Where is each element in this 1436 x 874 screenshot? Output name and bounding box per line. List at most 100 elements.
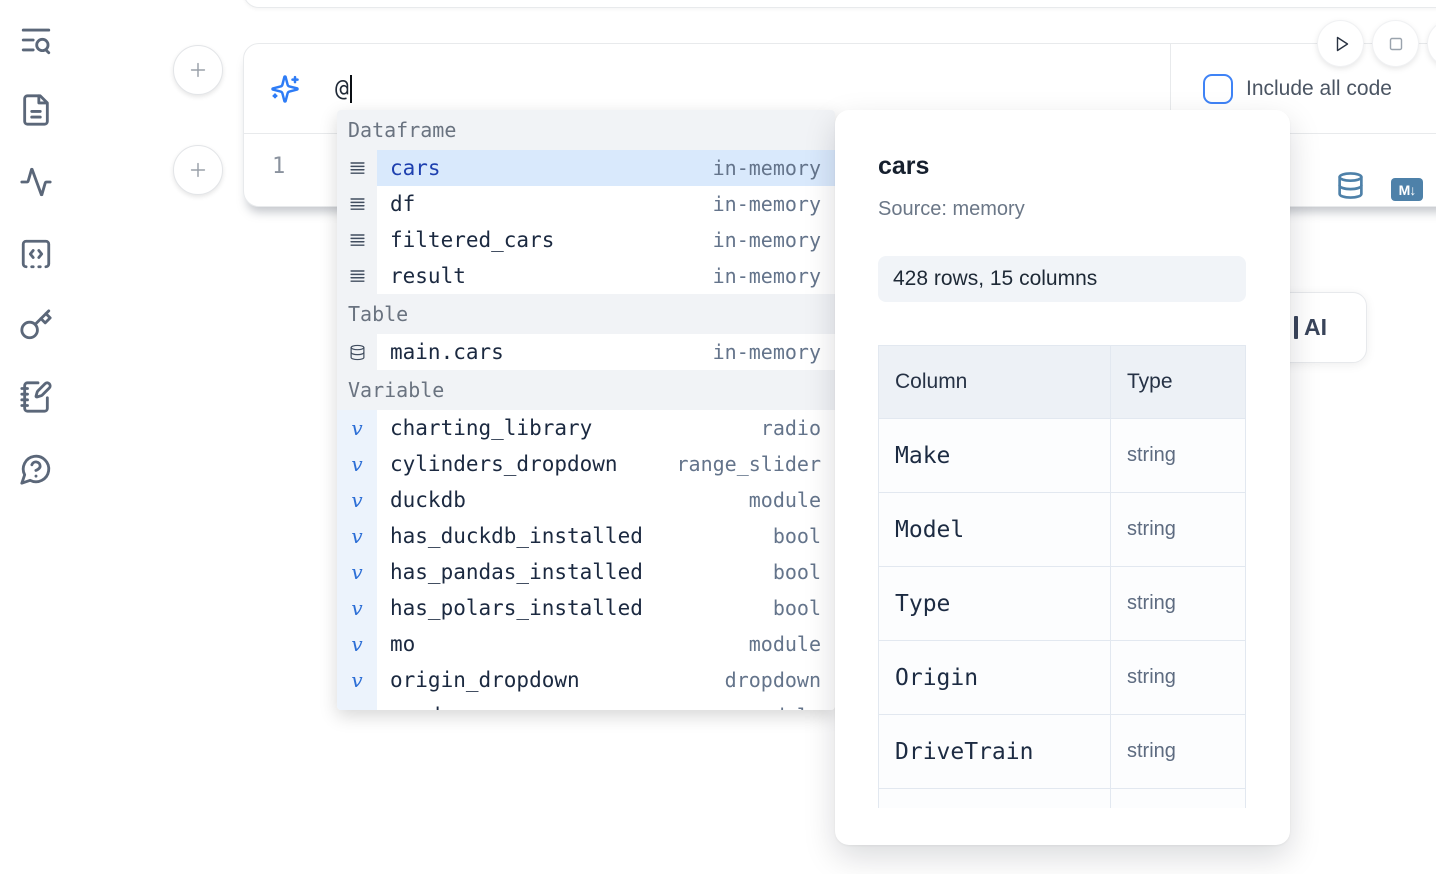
variable-icon: v [337, 410, 377, 446]
item-name: mo [390, 632, 416, 656]
autocomplete-section-header: Table [337, 294, 835, 334]
autocomplete-item[interactable]: filtered_cars in-memory [337, 222, 835, 258]
sparkles-icon [270, 74, 300, 104]
item-name: result [390, 264, 466, 288]
variable-icon: v [337, 446, 377, 482]
autocomplete-section-header: Dataframe [337, 110, 835, 150]
plus-icon [190, 62, 206, 78]
preview-shape-badge: 428 rows, 15 columns [878, 256, 1246, 302]
stop-button[interactable] [1373, 21, 1418, 66]
autocomplete-item[interactable]: v has_polars_installed bool [337, 590, 835, 626]
help-circle-icon[interactable] [19, 452, 53, 486]
rows-icon [337, 258, 377, 294]
variable-icon: v [337, 662, 377, 698]
autocomplete-item[interactable]: vpandasmodule [337, 698, 835, 710]
rows-icon [337, 186, 377, 222]
autocomplete-item[interactable]: main.cars in-memory [337, 334, 835, 370]
item-type: module [748, 488, 821, 512]
item-name: duckdb [390, 488, 466, 512]
column-name-cell: Type [878, 566, 1111, 641]
item-name: main.cars [390, 340, 504, 364]
notebook-pen-icon[interactable] [19, 380, 53, 414]
text-cursor [349, 74, 352, 103]
text-search-icon[interactable] [19, 23, 53, 57]
column-type-cell: string [1110, 566, 1246, 641]
column-type-cell: string [1110, 714, 1246, 789]
file-text-icon[interactable] [19, 93, 53, 127]
item-name: has_pandas_installed [390, 560, 643, 584]
autocomplete-item[interactable]: v has_pandas_installed bool [337, 554, 835, 590]
key-icon[interactable] [19, 308, 53, 342]
column-name-cell: DriveTrain [878, 714, 1111, 789]
item-type: in-memory [712, 264, 821, 288]
item-name: df [390, 192, 416, 216]
markdown-icon[interactable]: M↓ [1391, 178, 1423, 201]
type-header: Type [1110, 345, 1246, 419]
item-name: origin_dropdown [390, 668, 580, 692]
ai-prompt-input[interactable]: @ [335, 44, 1170, 133]
item-type: in-memory [712, 156, 821, 180]
ai-prompt-area: @ [244, 44, 1170, 133]
more-actions-button[interactable] [1428, 21, 1436, 66]
previous-cell-edge [243, 0, 1436, 8]
preview-source: Source: memory [878, 198, 1025, 220]
autocomplete-item[interactable]: result in-memory [337, 258, 835, 294]
item-name: charting_library [390, 416, 593, 440]
ai-prompt-row: @ Include all code [244, 44, 1436, 133]
include-code-section: Include all code [1170, 44, 1436, 133]
item-type: radio [760, 416, 821, 440]
line-number: 1 [272, 154, 286, 179]
stop-icon [1389, 37, 1402, 50]
clipped-letter [1294, 316, 1298, 339]
item-name: cars [390, 156, 441, 180]
database-icon [337, 334, 377, 370]
rows-icon [337, 150, 377, 186]
column-name-cell: Origin [878, 640, 1111, 715]
variable-icon: v [337, 482, 377, 518]
database-icon[interactable] [1336, 171, 1365, 200]
variable-icon: v [337, 590, 377, 626]
prompt-text: @ [335, 75, 349, 102]
code-square-icon[interactable] [19, 237, 53, 271]
activity-icon[interactable] [19, 165, 53, 199]
plus-icon [190, 162, 206, 178]
autocomplete-section-header: Variable [337, 370, 835, 410]
add-cell-below-button[interactable] [173, 145, 223, 195]
run-cell-button[interactable] [1318, 21, 1363, 66]
item-type: in-memory [712, 228, 821, 252]
item-type: range_slider [676, 452, 822, 476]
column-type-cell: string [1110, 492, 1246, 567]
variable-icon: v [337, 554, 377, 590]
item-name: cylinders_dropdown [390, 452, 618, 476]
table-header-row: Column Type [878, 345, 1246, 419]
variable-icon: v [337, 698, 377, 710]
autocomplete-item[interactable]: cars in-memory [337, 150, 835, 186]
item-type: bool [772, 596, 821, 620]
item-type: bool [772, 524, 821, 548]
item-name: pandas [390, 704, 466, 710]
preview-title: cars [878, 152, 930, 180]
include-all-code-checkbox[interactable] [1203, 73, 1233, 104]
include-all-code-label: Include all code [1246, 76, 1392, 100]
autocomplete-item[interactable]: v cylinders_dropdown range_slider [337, 446, 835, 482]
item-type: bool [772, 560, 821, 584]
column-name-cell: Model [878, 492, 1111, 567]
add-cell-above-button[interactable] [173, 45, 223, 95]
item-type: in-memory [712, 340, 821, 364]
item-name: has_polars_installed [390, 596, 643, 620]
autocomplete-item[interactable]: v charting_library radio [337, 410, 835, 446]
item-name: filtered_cars [390, 228, 555, 252]
ai-button-label: AI [1304, 314, 1327, 340]
